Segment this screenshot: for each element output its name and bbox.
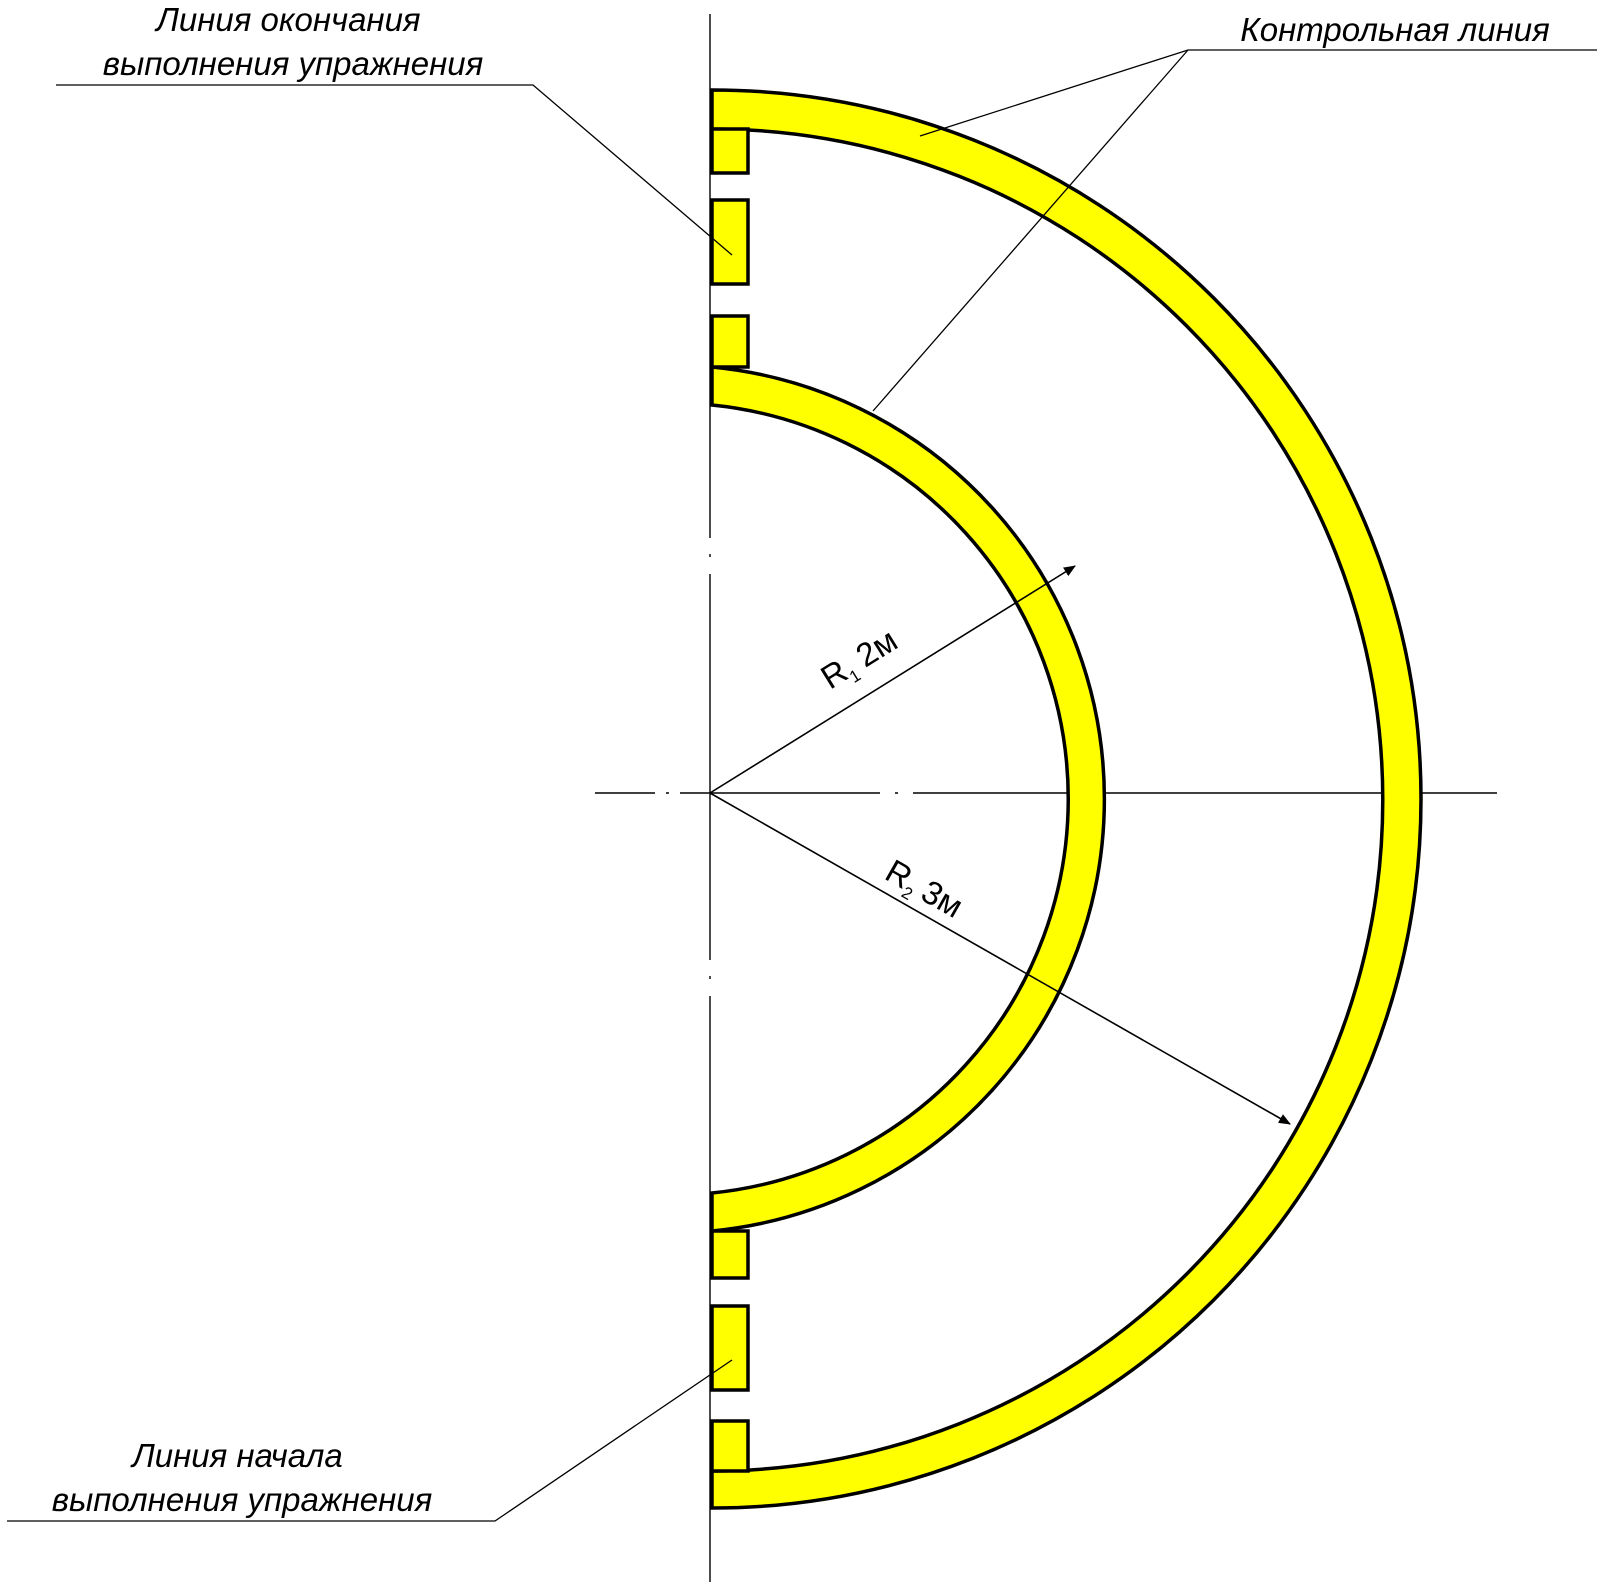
start-line-segment-1: [710, 1229, 750, 1280]
start-line-leader: [7, 1359, 733, 1522]
finish-line-segment-2: [710, 198, 750, 286]
finish-line-leader: [56, 84, 733, 256]
radius-r2-label: R23м: [878, 852, 970, 928]
start-line-label: Линия начала выполнения упражнения: [52, 1437, 432, 1518]
svg-text:R23м: R23м: [878, 852, 970, 928]
radius-r1-label: R12м: [814, 621, 906, 699]
control-line-leader-inner: [872, 49, 1189, 412]
svg-text:R12м: R12м: [814, 621, 906, 699]
finish-line-segment-3: [710, 314, 750, 369]
control-line-leader-outer: [919, 49, 1597, 137]
radius-r2-line: [709, 792, 1291, 1125]
finish-line-segment-1: [710, 127, 750, 175]
radius-r1-line: [709, 565, 1076, 794]
inner-control-band: [710, 365, 1107, 1233]
outer-control-band: [710, 88, 1423, 1510]
start-line-segment-3: [710, 1419, 750, 1473]
finish-line-label: Линия окончания выполнения упражнения: [103, 1, 483, 82]
start-line-segment-2: [710, 1304, 750, 1392]
control-line-label: Контрольная линия: [1240, 11, 1549, 48]
